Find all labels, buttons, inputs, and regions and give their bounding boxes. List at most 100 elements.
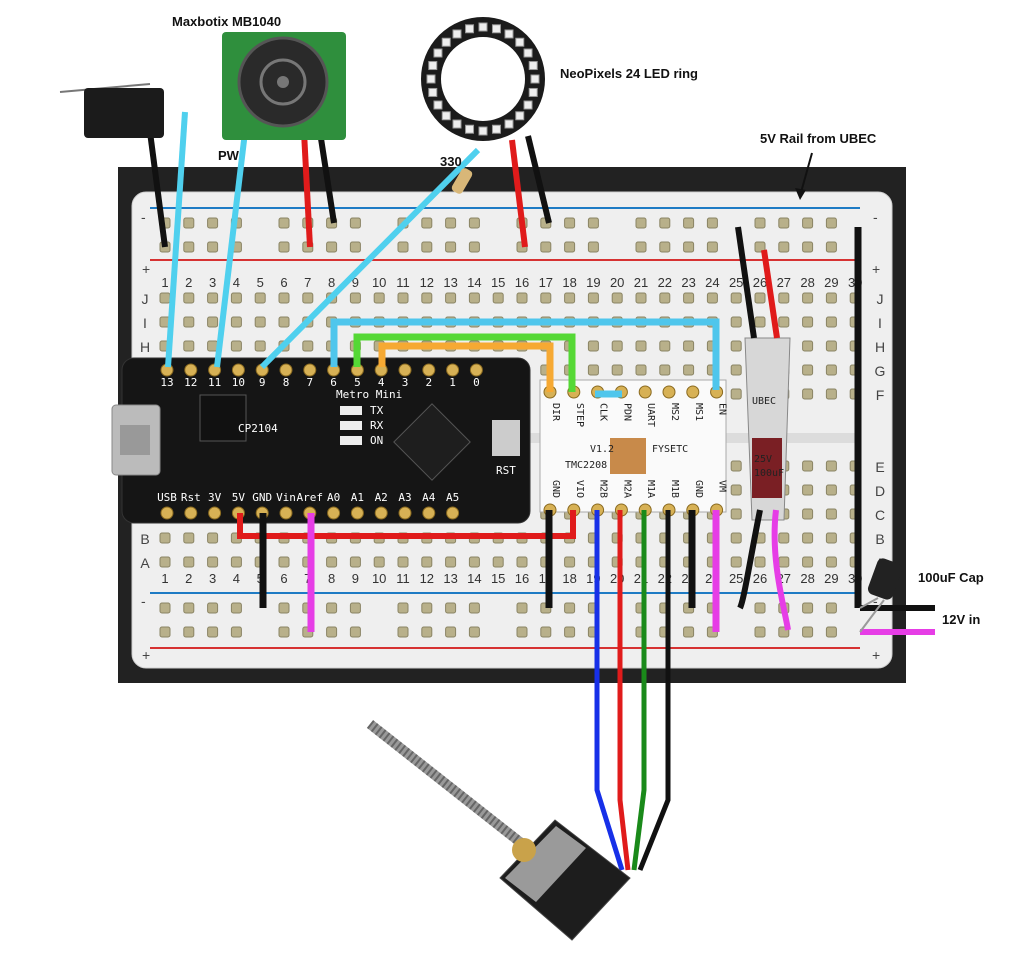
driver-pin-label: DIR: [550, 403, 561, 422]
row-letter: J: [142, 291, 149, 307]
hole: [326, 241, 338, 253]
hole: [373, 556, 385, 568]
board-pin: [374, 506, 388, 520]
row-letter: F: [876, 387, 885, 403]
column-number: 8: [328, 571, 335, 586]
hole: [802, 241, 814, 253]
wire-5v: [237, 510, 576, 539]
wire-motor-black: [637, 510, 671, 871]
column-number: 2: [185, 571, 192, 586]
hole: [802, 316, 814, 328]
board-pin-label: Rst: [181, 491, 201, 504]
rail-plus-symbol-bottom: +: [142, 647, 150, 663]
hole: [587, 217, 599, 229]
column-number: 28: [800, 571, 814, 586]
rail-minus-symbol-right: -: [873, 209, 878, 225]
hole: [397, 241, 409, 253]
rail-minus-symbol-bottom-right: -: [873, 593, 878, 609]
rail-arrow-line: [799, 152, 813, 197]
resistor: [451, 168, 473, 194]
cap-lead-a: [859, 597, 879, 609]
hole: [349, 292, 361, 304]
driver-heat-pad: [610, 438, 646, 474]
hole: [230, 316, 242, 328]
wire-ubec-in-magenta: [771, 509, 791, 631]
rail-minus-symbol: -: [141, 209, 146, 225]
rail-minus-symbol-bottom: -: [141, 593, 146, 609]
board-pin-label: 2: [425, 376, 432, 389]
column-number: 7: [304, 275, 311, 290]
ring-led: [504, 29, 514, 39]
hole: [468, 556, 480, 568]
cp2104-label: CP2104: [238, 422, 278, 435]
row-letter: H: [875, 339, 885, 355]
hole: [730, 388, 742, 400]
driver-pin-label: M1B: [669, 480, 680, 498]
hole: [802, 508, 814, 520]
hole: [540, 626, 552, 638]
label-pw: PW: [218, 148, 240, 163]
hole: [516, 556, 528, 568]
hole: [278, 556, 290, 568]
column-number: 13: [443, 275, 457, 290]
hole: [207, 241, 219, 253]
hole: [825, 241, 837, 253]
driver-pin-label: UART: [645, 403, 656, 427]
ring-led: [433, 100, 443, 110]
board-pin-label: Vin: [276, 491, 296, 504]
hole: [730, 292, 742, 304]
hole: [778, 292, 790, 304]
hole: [825, 316, 837, 328]
ring-led: [515, 111, 525, 121]
label-cap: 100uF Cap: [918, 570, 984, 585]
reset-label: RST: [496, 464, 516, 477]
board-pin-label: A3: [398, 491, 411, 504]
capacitor-100uf: [859, 558, 903, 633]
column-number: 13: [443, 571, 457, 586]
row-letter: B: [140, 531, 149, 547]
driver-pin-label: M2A: [621, 480, 632, 498]
hole: [754, 556, 766, 568]
board-pin-label: 6: [330, 376, 337, 389]
column-number: 25: [729, 571, 743, 586]
hole: [230, 556, 242, 568]
wire-en: [330, 318, 720, 390]
column-number: 14: [467, 275, 481, 290]
board-pin: [350, 506, 364, 520]
hole: [802, 388, 814, 400]
hole: [516, 626, 528, 638]
column-number: 14: [467, 571, 481, 586]
hole: [802, 556, 814, 568]
hole: [635, 217, 647, 229]
microswitch: [59, 83, 164, 138]
hole: [587, 292, 599, 304]
hole: [207, 602, 219, 614]
column-number: 22: [658, 275, 672, 290]
hole: [159, 626, 171, 638]
column-number: 21: [634, 275, 648, 290]
board-pin-label: 1: [449, 376, 456, 389]
hole: [326, 556, 338, 568]
column-number: 10: [372, 275, 386, 290]
hole: [802, 292, 814, 304]
driver-pin-label: GND: [693, 480, 704, 498]
board-pin-label: USB: [157, 491, 177, 504]
wire-sensor-pw: [214, 131, 248, 368]
column-number: 29: [824, 275, 838, 290]
hole: [683, 364, 695, 376]
column-number: 17: [539, 275, 553, 290]
hole: [825, 388, 837, 400]
column-number: 27: [777, 275, 791, 290]
ring-led: [478, 126, 488, 136]
hole: [254, 292, 266, 304]
column-number: 3: [209, 275, 216, 290]
hole: [349, 556, 361, 568]
driver-pin-label: VIO: [574, 480, 585, 498]
maxbotix-sensor: [222, 32, 346, 140]
hole: [587, 241, 599, 253]
board-pin-label: 0: [473, 376, 480, 389]
hole: [706, 217, 718, 229]
board-pin-label: A1: [351, 491, 364, 504]
column-number: 15: [491, 571, 505, 586]
